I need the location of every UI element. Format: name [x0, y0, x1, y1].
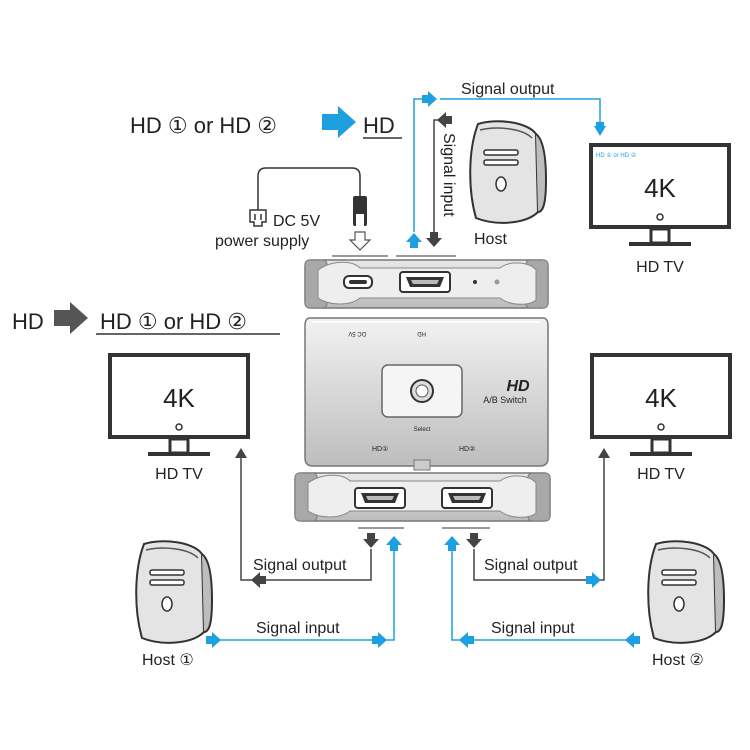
top-output-up-arrow-icon [406, 233, 422, 248]
headline-mid-arrow-icon [54, 302, 88, 334]
left-output-line-2 [240, 458, 250, 581]
tv-top-right-small-label: HD ① or HD ② [596, 152, 637, 159]
left-input-line [386, 551, 395, 641]
device-port-hd-label: HD [417, 330, 426, 336]
headline-mid-left: HD [12, 309, 44, 334]
top-input-down-arrow-icon [426, 232, 442, 247]
right-input-end-arrow-icon [459, 632, 474, 648]
tv-left-label: HD TV [155, 466, 203, 483]
tv-left-screen-text: 4K [163, 383, 195, 413]
left-output-up-arrow-icon [235, 448, 247, 458]
top-output-tv-arrow-icon [594, 126, 606, 136]
right-output-up-arrow-icon [598, 448, 610, 458]
left-output-down-arrow-icon [363, 533, 379, 548]
top-input-left-arrow-icon [437, 112, 452, 128]
left-output-line [250, 549, 372, 581]
right-input-line [451, 551, 462, 641]
left-input-up-arrow-icon [386, 536, 402, 551]
headline-mid-right: HD ① or HD ② [100, 309, 247, 334]
device-port-hd1-label: HD① [372, 445, 388, 453]
headline-top-arrow-icon [322, 106, 356, 138]
right-input-up-arrow-icon [444, 536, 460, 551]
top-output-line [413, 98, 430, 232]
host-top-label: Host [474, 231, 507, 248]
top-output-right-arrow-icon [422, 91, 437, 107]
left-input-start-arrow-icon [206, 632, 221, 648]
device-port-hd2-label: HD② [459, 446, 475, 453]
power-arrow-icon [348, 231, 372, 251]
host-top-pc-icon [469, 120, 547, 224]
host1-label: Host ① [142, 652, 194, 669]
left-input-end-arrow-icon [372, 632, 387, 648]
right-output-line [473, 458, 605, 581]
headline-top-right: HD [363, 113, 395, 138]
power-cable [249, 167, 367, 227]
device-port-dc-label: DC 5V [348, 330, 366, 336]
right-signal-input-label: Signal input [491, 620, 575, 637]
right-output-right-arrow-icon [586, 572, 601, 588]
left-signal-output-label: Signal output [253, 557, 347, 574]
top-signal-output-label: Signal output [461, 81, 555, 98]
tv-top-right-screen-text: 4K [644, 173, 676, 203]
power-label-line1: DC 5V [273, 213, 320, 230]
right-signal-output-label: Signal output [484, 557, 578, 574]
left-output-left-arrow-icon [251, 572, 266, 588]
top-output-tv-arrow-stem [596, 122, 604, 128]
device-front-cap [294, 472, 551, 529]
right-output-down-arrow-icon [466, 533, 482, 548]
top-output-line-2 [440, 98, 601, 126]
device-select-label: Select [414, 427, 431, 433]
tv-right-label: HD TV [637, 466, 685, 483]
device-connector-stub [413, 459, 431, 471]
device-body [304, 317, 549, 467]
tv-top-right-label: HD TV [636, 259, 684, 276]
host2-label: Host ② [652, 652, 704, 669]
host1-pc-icon [135, 540, 213, 644]
right-input-start-arrow-icon [625, 632, 640, 648]
host2-pc-icon [647, 540, 725, 644]
device-brand: HD [506, 378, 530, 395]
device-back-cap [304, 255, 549, 309]
left-signal-input-label: Signal input [256, 620, 340, 637]
top-signal-input-label: Signal input [440, 133, 457, 217]
power-label-line2: power supply [215, 233, 309, 250]
headline-top-left: HD ① or HD ② [130, 113, 277, 138]
device-model: A/B Switch [483, 395, 527, 405]
tv-right-screen-text: 4K [645, 383, 677, 413]
